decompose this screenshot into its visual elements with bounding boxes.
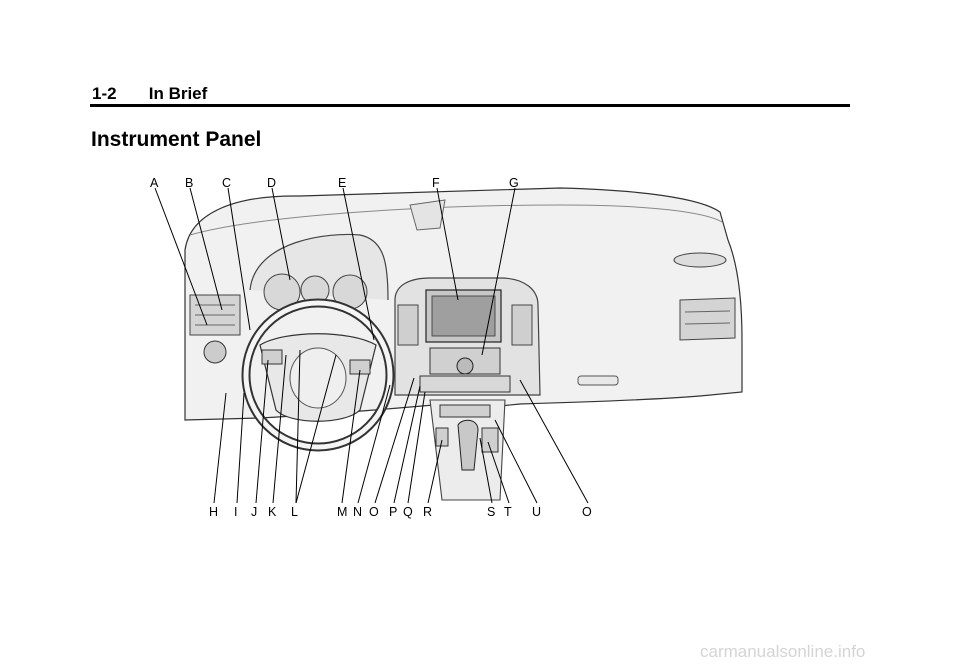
callout-q: Q	[403, 505, 413, 519]
callout-m: M	[337, 505, 347, 519]
callout-u: U	[532, 505, 541, 519]
callout-l: L	[291, 505, 298, 519]
callout-s: S	[487, 505, 495, 519]
callout-n: N	[353, 505, 362, 519]
callout-e: E	[338, 176, 346, 190]
callout-c: C	[222, 176, 231, 190]
header-rule	[90, 104, 850, 107]
callout-h: H	[209, 505, 218, 519]
page-title: Instrument Panel	[91, 128, 262, 151]
callout-j: J	[251, 505, 257, 519]
callout-o: O	[369, 505, 379, 519]
dashboard-illustration	[184, 187, 743, 501]
top-callout-leaders	[154, 187, 516, 356]
callout-o-right: O	[582, 505, 592, 519]
callout-d: D	[267, 176, 276, 190]
callout-r: R	[423, 505, 432, 519]
bottom-callout-labels: H I J K L M N O P Q R S T U O	[209, 505, 592, 519]
watermark: carmanualsonline.info	[700, 642, 866, 661]
callout-b: B	[185, 176, 193, 190]
callout-a: A	[150, 176, 159, 190]
callout-f: F	[432, 176, 440, 190]
page-number: 1-2	[92, 84, 117, 103]
callout-k: K	[268, 505, 277, 519]
callout-g: G	[509, 176, 519, 190]
bottom-callout-leaders	[213, 349, 589, 504]
page-header: 1-2 In Brief	[92, 84, 207, 104]
section-name: In Brief	[148, 84, 208, 103]
top-callout-labels: A B C D E F G	[150, 176, 519, 190]
callout-i: I	[234, 505, 237, 519]
callout-t: T	[504, 505, 512, 519]
callout-p: P	[389, 505, 397, 519]
